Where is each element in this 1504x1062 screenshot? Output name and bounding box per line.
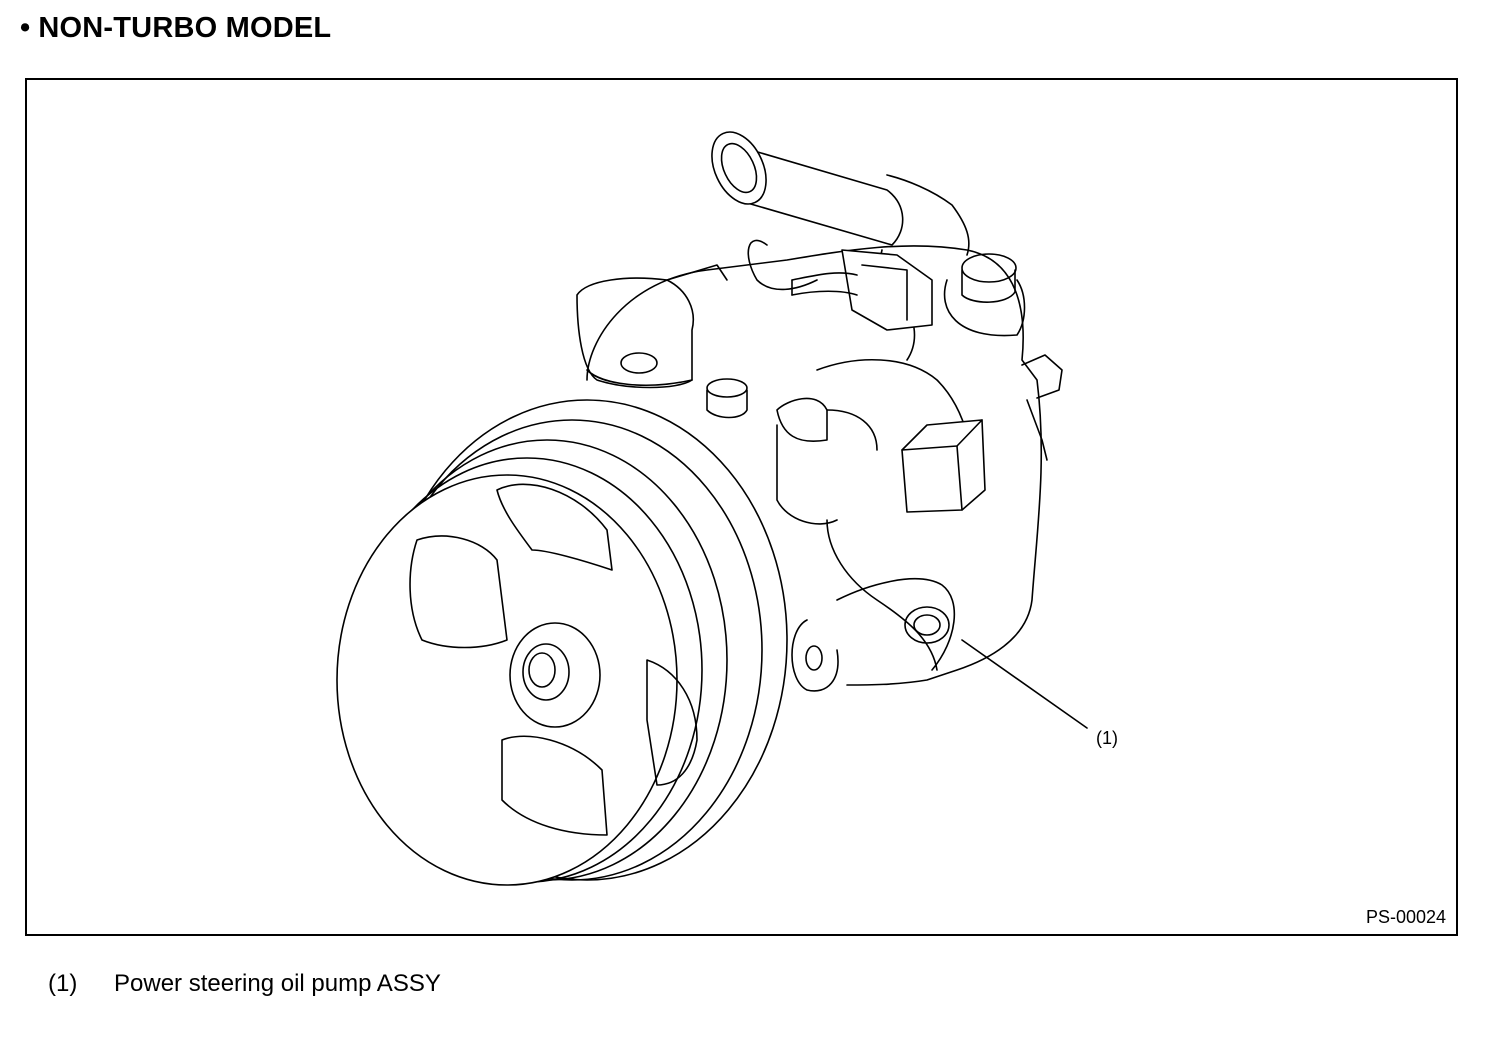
- callout-leader-line: [961, 639, 1088, 729]
- pump-body: [576, 245, 1063, 692]
- figure-frame: (1) PS-00024: [25, 78, 1458, 936]
- heading-bullet: •: [20, 12, 31, 44]
- heading-text: NON-TURBO MODEL: [38, 12, 332, 44]
- pulley: [336, 399, 788, 886]
- figure-code: PS-00024: [1365, 907, 1446, 927]
- pump-illustration: [336, 131, 1088, 886]
- section-heading: •NON-TURBO MODEL: [20, 12, 331, 45]
- outlet-tube: [711, 131, 970, 361]
- legend-number: (1): [48, 970, 78, 997]
- callout-label: (1): [1096, 728, 1118, 748]
- legend-item: (1) Power steering oil pump ASSY: [48, 970, 441, 998]
- legend-text: Power steering oil pump ASSY: [114, 970, 441, 997]
